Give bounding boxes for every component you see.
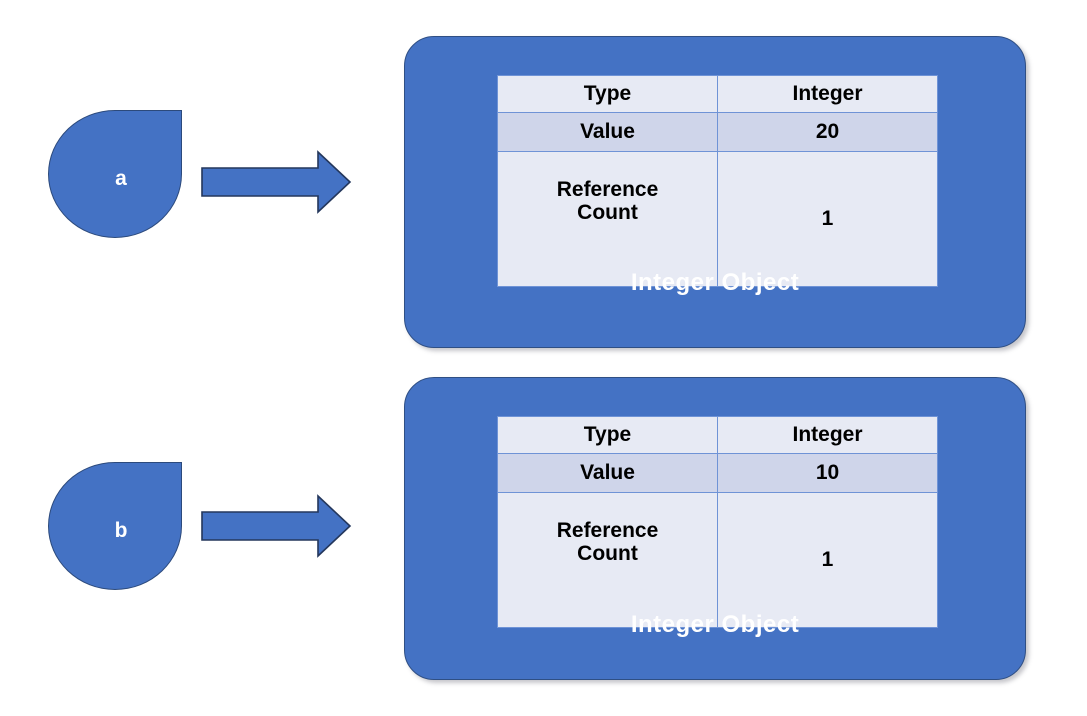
- table-row: Type Integer: [497, 416, 938, 454]
- cell-key-value: Value: [497, 453, 718, 493]
- cell-key-reference-count-line2: Count: [577, 201, 638, 224]
- cell-key-reference-count-line1: Reference: [556, 519, 659, 543]
- table-row: Value 10: [497, 453, 938, 493]
- cell-key-type: Type: [497, 416, 718, 454]
- cell-value-value: 10: [717, 453, 938, 493]
- arrow-right-icon-b: [200, 492, 352, 560]
- arrow-b-svg: [201, 494, 352, 558]
- cell-key-reference-count: Reference Count: [497, 151, 718, 287]
- cell-value-reference-count: 1: [717, 151, 938, 287]
- arrow-right-icon-a: [200, 148, 352, 216]
- object-card-integer-20[interactable]: Type Integer Value 20 Reference Count 1 …: [404, 36, 1026, 348]
- object-attribute-table-b: Type Integer Value 10 Reference Count 1: [497, 416, 938, 628]
- table-row: Reference Count 1: [497, 492, 938, 628]
- cell-value-type: Integer: [717, 75, 938, 113]
- cell-key-reference-count-line1: Reference: [556, 178, 659, 202]
- cell-key-type: Type: [497, 75, 718, 113]
- table-row: Type Integer: [497, 75, 938, 113]
- object-card-integer-10[interactable]: Type Integer Value 10 Reference Count 1 …: [404, 377, 1026, 680]
- cell-value-reference-count: 1: [717, 492, 938, 628]
- object-card-caption-a: Integer Object: [630, 269, 800, 296]
- object-attribute-table-a: Type Integer Value 20 Reference Count 1: [497, 75, 938, 287]
- variable-marker-a[interactable]: a: [48, 110, 182, 238]
- cell-key-reference-count: Reference Count: [497, 492, 718, 628]
- cell-value-type: Integer: [717, 416, 938, 454]
- variable-label-a: a: [115, 166, 127, 190]
- arrow-a-svg: [201, 150, 352, 214]
- cell-value-value: 20: [717, 112, 938, 152]
- cell-key-reference-count-line2: Count: [577, 542, 638, 565]
- object-card-caption-b: Integer Object: [630, 611, 800, 638]
- cell-key-value: Value: [497, 112, 718, 152]
- table-row: Reference Count 1: [497, 151, 938, 287]
- variable-marker-b[interactable]: b: [48, 462, 182, 590]
- table-row: Value 20: [497, 112, 938, 152]
- variable-label-b: b: [114, 518, 128, 542]
